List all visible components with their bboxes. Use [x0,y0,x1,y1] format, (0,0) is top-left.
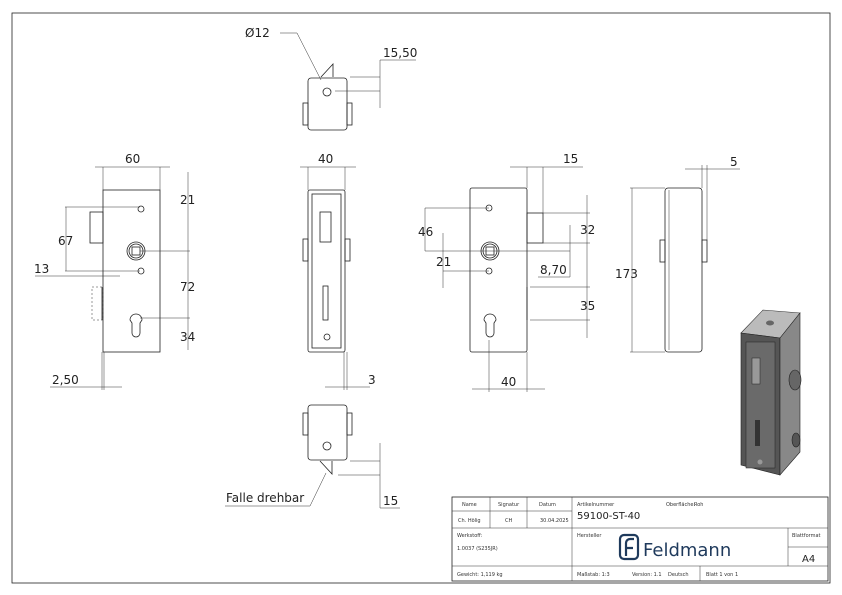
tb-surface: Roh [694,502,703,508]
dim-15-latch: 15 [563,152,578,166]
dim-40: 40 [318,152,333,166]
front-view-right: 15 32 46 21 8,70 35 40 [418,152,595,392]
dim-hole-diameter: Ø12 [245,26,270,40]
dim-plate-2-50: 2,50 [52,373,79,387]
tb-date: 30.04.2025 [540,518,569,524]
side-view-middle: 40 3 [300,152,376,390]
front-view-left: 60 21 67 13 72 34 2,50 [34,152,195,390]
dim-15-bottom: 15 [383,494,398,508]
tb-material: 1.0037 (S235JR) [457,546,498,552]
tb-weight: Gewicht: 1,119 kg [457,572,503,578]
dim-32: 32 [580,223,595,237]
tb-format-label: Blattformat [792,533,821,539]
dim-21-right: 21 [436,255,451,269]
dim-15-50: 15,50 [383,46,417,60]
feldmann-logo-icon [618,533,640,561]
tb-name: Ch. Hölig [458,518,481,524]
dim-top-21: 21 [180,193,195,207]
dim-5: 5 [730,155,738,169]
dim-173: 173 [615,267,638,281]
dim-offset-13: 13 [34,262,49,276]
dim-35: 35 [580,299,595,313]
dim-3: 3 [368,373,376,387]
dim-72: 72 [180,280,195,294]
tb-version: Version: 1.1 [632,572,662,578]
tb-article: 59100-ST-40 [577,511,640,522]
tb-article-label: Artikelnummer [577,502,615,508]
label-falle-drehbar: Falle drehbar [226,491,304,505]
tb-format: A4 [802,554,815,565]
title-block: Name Signatur Datum Ch. Hölig CH 30.04.2… [451,496,829,582]
tb-signature: CH [505,518,512,524]
tb-manufacturer: Feldmann [643,540,731,561]
tb-sheet: Blatt 1 von 1 [706,572,738,578]
tb-manufacturer-label: Hersteller [577,533,602,539]
tb-date-label: Datum [539,502,556,508]
dim-screw-67: 67 [58,234,73,248]
dim-40-backset: 40 [501,375,516,389]
tb-material-label: Werkstoff: [457,533,483,539]
tb-language: Deutsch [668,572,689,578]
drawing-frame [11,12,831,584]
dim-8-70: 8,70 [540,263,567,277]
side-view-right: 173 5 [615,155,740,353]
tb-scale: Maßstab: 1:3 [577,572,610,578]
dim-34: 34 [180,330,195,344]
bottom-view: Falle drehbar 15 [225,404,400,509]
tb-signature-label: Signatur [498,502,520,508]
top-view: Ø12 15,50 [245,26,417,131]
dim-width-60: 60 [125,152,140,166]
isometric-view [740,309,802,476]
tb-name-label: Name [462,502,477,508]
tb-surface-label: Oberfläche: [666,502,695,508]
dim-46: 46 [418,225,433,239]
